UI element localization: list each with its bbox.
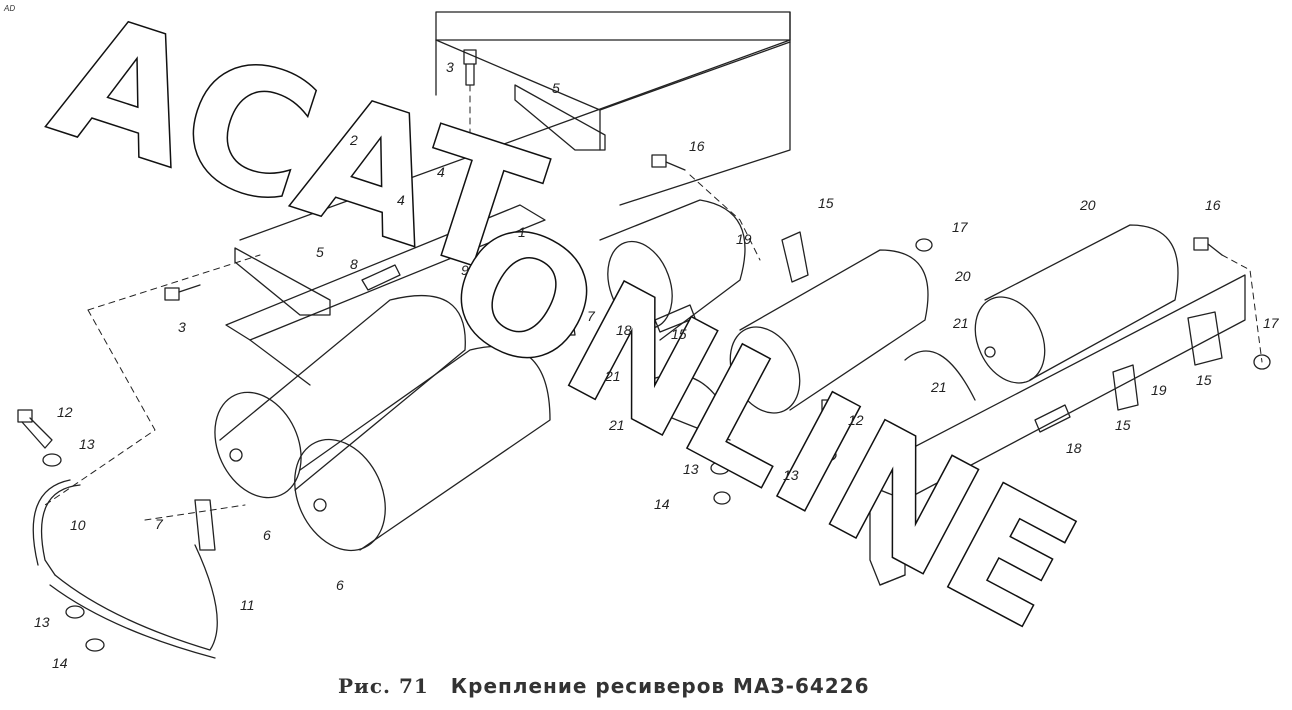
label-part-10: 10 (70, 517, 86, 533)
nut-13-14-left (42, 453, 105, 652)
label-part-11: 11 (240, 597, 255, 613)
label-part-14-left: 14 (52, 655, 68, 671)
bolt-16-left (651, 154, 686, 171)
plate-15-a (781, 231, 809, 283)
figure-title: Крепление ресиверов МАЗ-64226 (450, 674, 870, 698)
label-part-5-upper: 5 (552, 80, 560, 96)
label-part-7-right: 7 (587, 308, 595, 324)
receiver-right-near (729, 249, 929, 414)
label-part-13-b: 13 (34, 614, 50, 630)
frame-rail-upper (239, 11, 791, 241)
label-part-8: 8 (350, 256, 358, 272)
label-part-3-upper: 3 (446, 59, 454, 75)
assembly-lines (44, 84, 1263, 521)
label-part-15-c: 15 (1196, 372, 1212, 388)
figure-caption: Рис. 71 Крепление ресиверов МАЗ-64226 (338, 674, 870, 698)
label-part-3-lower: 3 (178, 319, 186, 335)
label-part-6-a: 6 (263, 527, 271, 543)
label-part-1: 1 (518, 224, 526, 240)
label-part-17-b: 17 (1263, 315, 1279, 331)
pad-7-left (194, 499, 216, 551)
nut-13-14-mid (710, 448, 837, 505)
pad-7-right (554, 299, 576, 336)
bolt-3-lower (164, 284, 201, 301)
pin-18-left (654, 304, 696, 333)
bolt-3-upper (463, 49, 477, 86)
receiver-right-far (974, 224, 1179, 384)
label-part-4-b: 4 (397, 192, 405, 208)
label-part-21-b: 21 (609, 417, 625, 433)
label-part-12-right: 12 (848, 412, 864, 428)
label-part-13-c: 13 (683, 461, 699, 477)
label-part-4-a: 4 (437, 164, 445, 180)
label-part-21-d: 21 (931, 379, 947, 395)
label-part-13-a: 13 (79, 436, 95, 452)
figure-number: Рис. 71 (338, 674, 429, 698)
label-part-6-b: 6 (336, 577, 344, 593)
label-part-20-a: 20 (1080, 197, 1096, 213)
strap-10 (32, 479, 81, 576)
label-part-13-d: 13 (783, 467, 799, 483)
plate-15-b (1187, 311, 1223, 366)
bolt-12-right (821, 399, 837, 436)
label-part-15-a: 15 (818, 195, 834, 211)
nut-17 (915, 238, 1271, 370)
label-part-2: 2 (350, 132, 358, 148)
label-part-9: 9 (461, 262, 469, 278)
label-part-17-a: 17 (952, 219, 968, 235)
label-part-18-left: 18 (616, 322, 632, 338)
label-part-21-c: 21 (953, 315, 969, 331)
label-part-15-b: 15 (671, 326, 687, 342)
label-part-14-right: 14 (654, 496, 670, 512)
label-part-20-b: 20 (955, 268, 971, 284)
strap-11 (49, 544, 218, 659)
label-part-16-right: 16 (1205, 197, 1221, 213)
bracket-strip-lower (225, 204, 546, 386)
bracket-5-lower (234, 247, 331, 316)
label-part-15-d: 15 (1115, 417, 1131, 433)
label-part-16-left: 16 (689, 138, 705, 154)
receiver-left-rear (214, 294, 466, 499)
frame-rail-lower (869, 274, 1246, 586)
label-part-19-left: 19 (736, 231, 752, 247)
strap-21-lower (647, 407, 731, 441)
bracket-5-upper (514, 84, 606, 151)
bolt-16-right (1193, 237, 1223, 256)
strap-21-right (904, 350, 976, 401)
pin-18-right (1034, 404, 1071, 433)
corner-mark: AD (4, 4, 16, 13)
label-part-12-left: 12 (57, 404, 73, 420)
label-part-7-left: 7 (155, 516, 163, 532)
plate-15-c (1112, 364, 1139, 411)
label-part-21-a: 21 (605, 368, 621, 384)
label-part-19-right: 19 (1151, 382, 1167, 398)
receiver-middle (599, 199, 746, 341)
label-part-5-lower: 5 (316, 244, 324, 260)
label-part-18-right: 18 (1066, 440, 1082, 456)
bolt-12-left (17, 409, 53, 449)
pin-8 (361, 264, 401, 291)
strap-21-upper (649, 374, 729, 416)
receiver-left-front (294, 345, 551, 552)
